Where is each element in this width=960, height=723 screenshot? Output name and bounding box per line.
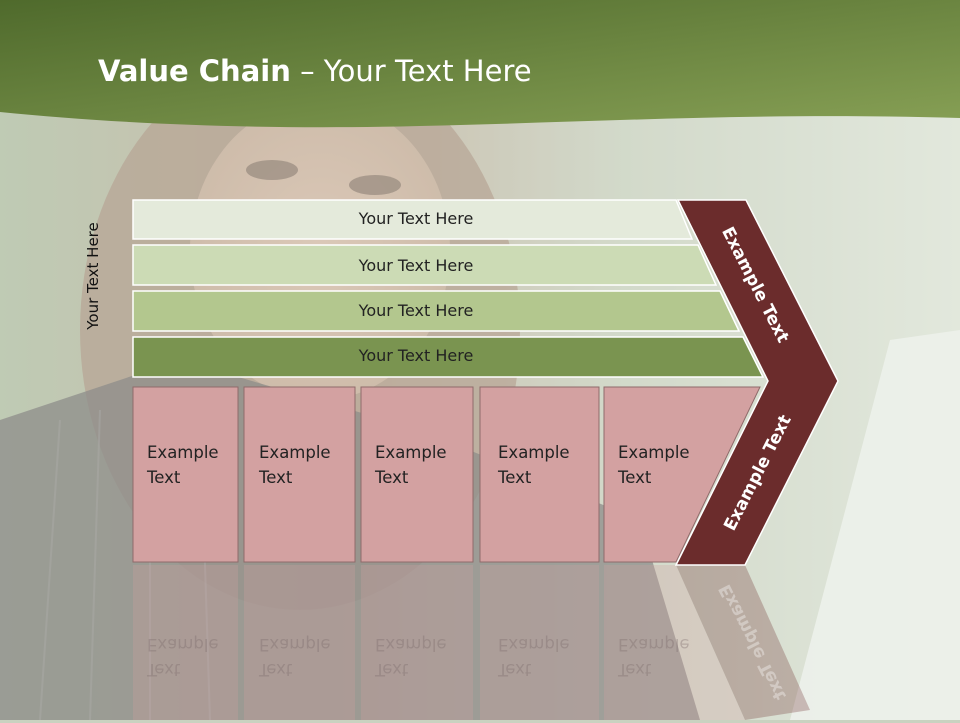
row-4-label: Your Text Here: [358, 346, 474, 365]
vertical-axis-label: Your Text Here: [84, 222, 102, 330]
box-5-line2: Text: [618, 468, 652, 487]
box-2-label: Example Text: [259, 440, 331, 490]
row-1-bar: [132, 199, 694, 240]
title-band: [0, 0, 960, 128]
activity-box-5: [603, 386, 761, 563]
box-2-line1: Example: [259, 443, 331, 462]
box-3-label: Example Text: [375, 440, 447, 490]
activity-box-3: [360, 386, 474, 563]
row-2-bar: [132, 244, 718, 286]
box-4-line2: Text: [498, 468, 532, 487]
row-3-label: Your Text Here: [358, 301, 474, 320]
box-4-line1: Example: [498, 443, 570, 462]
box-4-label: Example Text: [498, 440, 570, 490]
title-rest: – Your Text Here: [290, 54, 532, 88]
activity-box-4: [479, 386, 600, 563]
box-3-line2: Text: [375, 468, 409, 487]
box-5-label: Example Text: [618, 440, 690, 490]
boxes-reflection: [133, 565, 810, 720]
slide-title: Value Chain – Your Text Here: [98, 54, 532, 88]
box-1-line1: Example: [147, 443, 219, 462]
box-5-line1: Example: [618, 443, 690, 462]
activity-box-2: [243, 386, 356, 563]
box-1-line2: Text: [147, 468, 181, 487]
row-1-label: Your Text Here: [358, 209, 474, 228]
box-2-line2: Text: [259, 468, 293, 487]
activity-box-1: [132, 386, 239, 563]
box-3-line1: Example: [375, 443, 447, 462]
row-2-label: Your Text Here: [358, 256, 474, 275]
row-4-bar: [132, 336, 765, 378]
row-3-bar: [132, 290, 741, 332]
box-1-label: Example Text: [147, 440, 219, 490]
title-bold: Value Chain: [98, 54, 291, 88]
margin-chevron: [674, 199, 839, 566]
